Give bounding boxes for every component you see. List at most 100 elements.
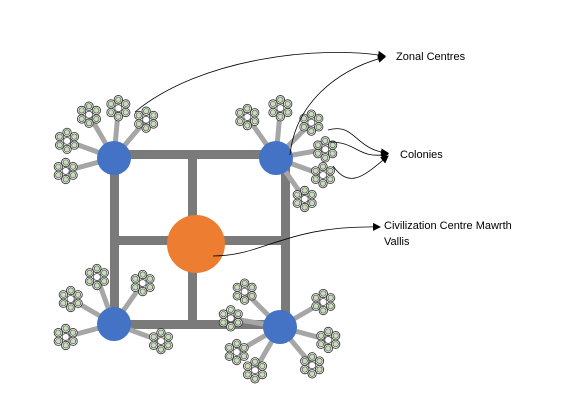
colony-inner — [309, 200, 316, 207]
colony-inner — [132, 284, 139, 291]
colony-inner — [147, 284, 154, 291]
colony-inner — [147, 275, 154, 282]
colony-inner — [227, 323, 234, 330]
colony-inner — [70, 329, 77, 336]
colony-inner — [329, 150, 336, 157]
colony-inner — [301, 204, 308, 211]
colony-inner — [115, 96, 122, 103]
colony-inner — [241, 297, 248, 304]
colony-inner — [300, 123, 307, 130]
colony-cluster — [53, 323, 78, 351]
colony-inner — [277, 113, 284, 120]
cluster-hub — [66, 295, 75, 303]
colony-inner — [235, 319, 242, 326]
cluster-hub — [276, 104, 285, 113]
colony-inner — [236, 118, 243, 125]
colony-cluster — [55, 127, 80, 155]
cluster-hub — [300, 195, 309, 203]
colony-inner — [312, 294, 319, 301]
colony-inner — [62, 325, 69, 332]
colony-inner — [150, 333, 157, 340]
colony-cluster — [53, 157, 78, 185]
road-top — [110, 150, 290, 159]
colony-inner — [312, 167, 319, 174]
colony-inner — [56, 133, 63, 140]
colony-inner — [309, 353, 316, 360]
colony-cluster — [218, 305, 243, 332]
colony-inner — [71, 142, 78, 149]
cluster-hub — [324, 336, 333, 344]
colony-inner — [56, 142, 63, 149]
colony-inner — [269, 100, 276, 107]
colony-inner — [327, 294, 334, 301]
colony-inner — [315, 115, 322, 122]
colony-inner — [157, 346, 164, 353]
colony-inner — [220, 311, 227, 318]
colony-inner — [294, 200, 301, 207]
colony-inner — [325, 345, 332, 352]
colony-cluster — [268, 95, 293, 122]
cluster-hub — [308, 361, 317, 370]
colony-inner — [235, 311, 242, 318]
zonal-centres-connector-1 — [134, 50, 386, 113]
colony-inner — [329, 142, 336, 149]
colony-inner — [319, 163, 326, 170]
colony-inner — [317, 332, 324, 339]
colony-inner — [93, 107, 100, 114]
colony-inner — [86, 269, 93, 276]
colony-inner — [60, 300, 67, 307]
colony-cluster — [134, 106, 159, 133]
colony-inner — [101, 278, 108, 285]
colony-cluster — [58, 285, 83, 313]
cluster-hub — [251, 366, 259, 375]
colony-inner — [165, 333, 172, 340]
cluster-hub — [319, 298, 328, 306]
colonies-group — [53, 95, 341, 384]
colony-inner — [55, 163, 62, 170]
colony-inner — [55, 338, 62, 345]
colony-inner — [122, 100, 129, 107]
colony-inner — [150, 112, 157, 119]
colony-inner — [220, 319, 227, 326]
colony-inner — [312, 303, 319, 310]
colony-inner — [143, 125, 150, 132]
zonal-centre-bottom-left — [97, 307, 131, 341]
colony-inner — [233, 357, 240, 364]
colony-inner — [327, 176, 334, 183]
colony-inner — [236, 109, 243, 116]
cluster-hub — [92, 273, 101, 281]
colony-inner — [332, 341, 339, 348]
colony-inner — [249, 284, 256, 291]
colony-inner — [101, 269, 108, 276]
cluster-hub — [319, 171, 327, 180]
colony-inner — [312, 176, 319, 183]
cluster-hub — [61, 167, 70, 175]
civilization-centre-label-line1: Civilization Centre Mawrth — [384, 220, 512, 232]
colony-cluster — [299, 109, 324, 136]
colony-inner — [241, 344, 248, 351]
zonal-centre-top-right — [259, 141, 293, 175]
colonies-connector-2 — [329, 141, 389, 160]
colony-inner — [322, 137, 329, 144]
colony-inner — [244, 363, 251, 370]
colony-inner — [234, 292, 241, 299]
colony-inner — [62, 159, 69, 166]
colony-inner — [308, 128, 315, 135]
colony-inner — [78, 115, 85, 122]
cluster-hub — [114, 104, 123, 113]
cluster-hub — [138, 279, 147, 287]
colonies-label: Colonies — [400, 149, 443, 161]
cluster-hub — [321, 145, 330, 154]
colony-inner — [284, 100, 291, 107]
cluster-hub — [243, 113, 252, 121]
colony-inner — [78, 107, 85, 114]
colony-inner — [143, 108, 150, 115]
colony-inner — [93, 115, 100, 122]
cluster-hub — [307, 118, 316, 127]
colony-inner — [327, 167, 334, 174]
civilization-centre-connector — [212, 222, 381, 257]
colony-inner — [150, 342, 157, 349]
colony-inner — [226, 344, 233, 351]
colony-inner — [251, 109, 258, 116]
